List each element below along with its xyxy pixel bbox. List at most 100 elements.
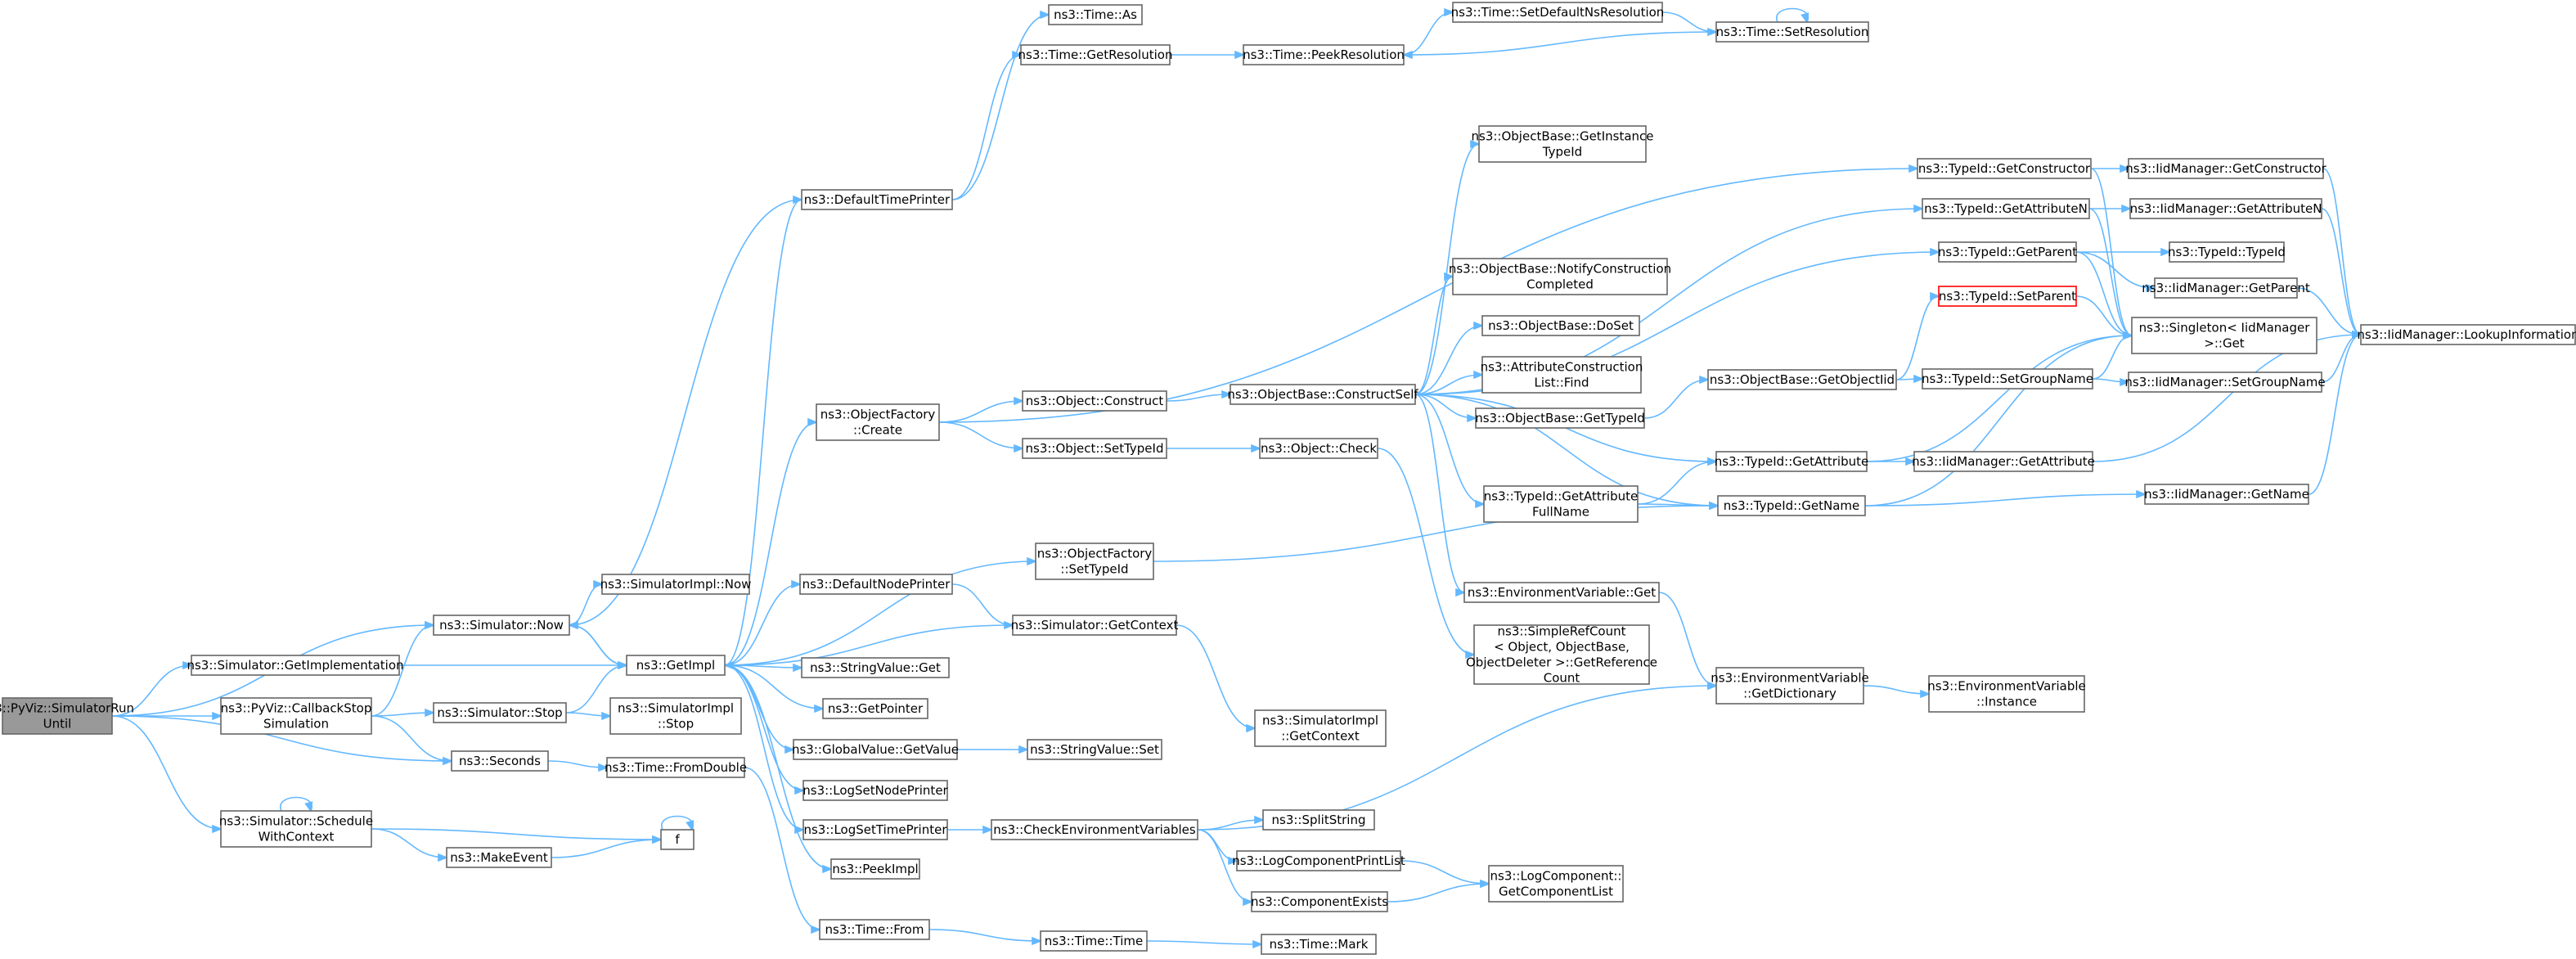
arrow-head — [1801, 12, 1809, 25]
node-label: Count — [1544, 671, 1580, 686]
node-construct-self[interactable]: ns3::ObjectBase::ConstructSelf — [1227, 384, 1418, 405]
node-simple-ref-count[interactable]: ns3::SimpleRefCount< Object, ObjectBase,… — [1466, 624, 1657, 686]
node-type-id-get-parent[interactable]: ns3::TypeId::GetParent — [1938, 241, 2077, 263]
arrow-head — [814, 704, 825, 714]
node-env-var-get[interactable]: ns3::EnvironmentVariable::Get — [1463, 582, 1660, 603]
edge-line — [1176, 624, 1256, 729]
node-f[interactable]: f — [660, 829, 695, 850]
node-time-from-double[interactable]: ns3::Time::FromDouble — [605, 757, 747, 778]
edge-make-event-to-f — [551, 835, 663, 858]
node-global-value-get-value[interactable]: ns3::GlobalValue::GetValue — [792, 739, 959, 760]
node-lookup-information[interactable]: ns3::IidManager::LookupInformation — [2357, 324, 2576, 345]
node-time-time[interactable]: ns3::Time::Time — [1040, 930, 1148, 952]
node-notify-construction-completed[interactable]: ns3::ObjectBase::NotifyConstructionCompl… — [1449, 258, 1671, 295]
node-get-impl[interactable]: ns3::GetImpl — [626, 655, 726, 676]
node-env-var-get-dictionary[interactable]: ns3::EnvironmentVariable::GetDictionary — [1711, 667, 1869, 705]
edge-line — [1414, 394, 1485, 505]
node-log-component-print-list[interactable]: ns3::LogComponentPrintList — [1232, 850, 1405, 871]
arrow-head — [2120, 164, 2131, 173]
node-iid-manager-set-group-name[interactable]: ns3::IidManager::SetGroupName — [2124, 371, 2326, 393]
edge-type-id-get-constructor-to-iid-manager-get-constructor — [2091, 164, 2131, 173]
node-object-check[interactable]: ns3::Object::Check — [1259, 438, 1378, 459]
node-iid-manager-get-name[interactable]: ns3::IidManager::GetName — [2144, 484, 2309, 505]
node-sim-impl-stop[interactable]: ns3::SimulatorImpl::Stop — [609, 697, 742, 735]
node-time-mark[interactable]: ns3::Time::Mark — [1261, 934, 1377, 955]
node-object-factory-set-type-id[interactable]: ns3::ObjectFactory::SetTypeId — [1035, 543, 1154, 580]
node-type-id-set-parent[interactable]: ns3::TypeId::SetParent — [1938, 286, 2077, 307]
edge-line — [938, 421, 1023, 449]
node-iid-manager-get-parent[interactable]: ns3::IidManager::GetParent — [2142, 277, 2310, 299]
node-env-var-instance[interactable]: ns3::EnvironmentVariable::Instance — [1927, 675, 2086, 713]
edge-iid-manager-get-attribute-n-to-lookup-information — [2321, 208, 2363, 340]
node-type-id-get-constructor[interactable]: ns3::TypeId::GetConstructor — [1917, 158, 2092, 179]
edge-line — [724, 421, 817, 666]
node-object-construct[interactable]: ns3::Object::Construct — [1022, 390, 1167, 412]
node-object-set-type-id[interactable]: ns3::Object::SetTypeId — [1022, 438, 1167, 459]
node-iid-manager-get-attribute[interactable]: ns3::IidManager::GetAttribute — [1912, 451, 2095, 472]
node-label: ns3::SimulatorImpl::Now — [600, 577, 752, 592]
edge-get-impl-to-peek-impl — [724, 664, 834, 874]
node-label: Until — [43, 717, 72, 732]
node-iid-manager-get-constructor[interactable]: ns3::IidManager::GetConstructor — [2125, 158, 2327, 179]
node-log-set-node-printer[interactable]: ns3::LogSetNodePrinter — [802, 780, 949, 801]
edge-line — [371, 828, 447, 858]
node-get-object-iid[interactable]: ns3::ObjectBase::GetObjectIid — [1707, 369, 1897, 390]
node-sim-impl-now[interactable]: ns3::SimulatorImpl::Now — [600, 574, 752, 595]
node-default-time-printer[interactable]: ns3::DefaultTimePrinter — [801, 189, 953, 210]
node-object-base-get-type-id[interactable]: ns3::ObjectBase::GetTypeId — [1475, 407, 1645, 429]
edge-get-impl-to-default-node-printer — [724, 579, 802, 666]
node-box — [2129, 198, 2322, 219]
node-make-event[interactable]: ns3::MakeEvent — [446, 847, 552, 868]
arrow-head — [1707, 681, 1719, 691]
node-time-get-resolution[interactable]: ns3::Time::GetResolution — [1018, 44, 1173, 65]
node-component-exists[interactable]: ns3::ComponentExists — [1251, 891, 1388, 912]
edge-line — [1895, 295, 1940, 380]
node-label: ns3::LogComponent:: — [1490, 869, 1622, 884]
node-box — [1463, 582, 1660, 603]
node-split-string[interactable]: ns3::SplitString — [1262, 809, 1375, 831]
node-box — [799, 574, 953, 595]
node-type-id-get-name[interactable]: ns3::TypeId::GetName — [1717, 495, 1866, 516]
node-type-id-type-id[interactable]: ns3::TypeId::TypeId — [2168, 241, 2286, 263]
node-label: ns3::IidManager::GetParent — [2142, 281, 2310, 295]
node-iid-manager-get-attribute-n[interactable]: ns3::IidManager::GetAttributeN — [2129, 198, 2322, 219]
node-time-from[interactable]: ns3::Time::From — [819, 919, 930, 940]
node-check-env-vars[interactable]: ns3::CheckEnvironmentVariables — [991, 819, 1198, 840]
node-time-peek-resolution[interactable]: ns3::Time::PeekResolution — [1243, 44, 1405, 65]
node-singleton-get[interactable]: ns3::Singleton< IidManager>::Get — [2131, 317, 2318, 354]
node-sim-stop[interactable]: ns3::Simulator::Stop — [433, 702, 567, 723]
node-object-factory-create[interactable]: ns3::ObjectFactory::Create — [816, 403, 940, 441]
node-now[interactable]: ns3::Simulator::Now — [433, 615, 570, 636]
node-sim-get-context[interactable]: ns3::Simulator::GetContext — [1011, 615, 1179, 636]
node-get-pointer[interactable]: ns3::GetPointer — [822, 698, 928, 719]
arrow-head — [1470, 139, 1481, 149]
node-get-implementation[interactable]: ns3::Simulator::GetImplementation — [187, 655, 404, 676]
node-log-set-time-printer[interactable]: ns3::LogSetTimePrinter — [802, 819, 948, 840]
node-do-set[interactable]: ns3::ObjectBase::DoSet — [1481, 315, 1640, 336]
node-time-as[interactable]: ns3::Time::As — [1048, 4, 1143, 25]
node-default-node-printer[interactable]: ns3::DefaultNodePrinter — [799, 574, 953, 595]
node-log-component-get-list[interactable]: ns3::LogComponent::GetComponentList — [1488, 865, 1624, 903]
node-seconds[interactable]: ns3::Seconds — [451, 750, 549, 772]
node-string-value-get[interactable]: ns3::StringValue::Get — [801, 657, 950, 678]
node-peek-impl[interactable]: ns3::PeekImpl — [830, 858, 920, 880]
arrow-head — [1246, 723, 1257, 733]
node-sim-impl-get-context[interactable]: ns3::SimulatorImpl::GetContext — [1254, 709, 1387, 747]
node-time-set-default-ns-resolution[interactable]: ns3::Time::SetDefaultNsResolution — [1451, 2, 1665, 23]
node-type-id-get-attribute-n[interactable]: ns3::TypeId::GetAttributeN — [1922, 198, 2090, 219]
arrow-head — [1707, 457, 1719, 466]
edge-line — [724, 664, 824, 709]
node-time-set-resolution[interactable]: ns3::Time::SetResolution — [1715, 21, 1869, 43]
node-label: ns3::ObjectFactory — [1037, 547, 1153, 561]
node-label: ::GetContext — [1281, 729, 1360, 744]
node-label: ns3::StringValue::Get — [810, 660, 941, 675]
node-type-id-set-group-name[interactable]: ns3::TypeId::SetGroupName — [1922, 368, 2093, 389]
node-string-value-set[interactable]: ns3::StringValue::Set — [1027, 739, 1162, 760]
node-type-id-get-attribute[interactable]: ns3::TypeId::GetAttribute — [1715, 451, 1868, 472]
